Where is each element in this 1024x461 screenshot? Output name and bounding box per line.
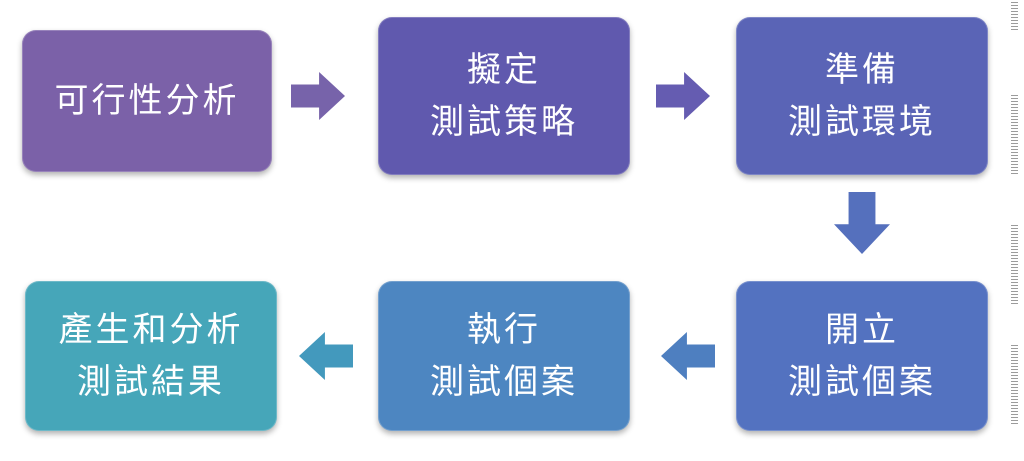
edge-artifact <box>1011 2 1018 32</box>
box-text: 測試策略 <box>430 103 578 141</box>
flow-box-create-test-cases: 開立 測試個案 <box>736 281 988 431</box>
flow-box-execute-test-cases: 執行 測試個案 <box>378 281 630 431</box>
edge-artifact <box>1011 95 1018 175</box>
edge-artifact <box>1011 225 1018 305</box>
box-text: 擬定 <box>467 51 541 89</box>
flow-box-generate-analyze-results: 產生和分析 測試結果 <box>25 281 277 431</box>
flow-box-define-test-strategy: 擬定 測試策略 <box>378 17 630 175</box>
box-text: 產生和分析 <box>58 311 244 349</box>
box-text: 測試個案 <box>788 363 936 401</box>
flow-box-prepare-test-environment: 準備 測試環境 <box>736 17 988 175</box>
box-text: 測試個案 <box>430 363 578 401</box>
arrow-down-icon <box>834 192 890 254</box>
box-text: 執行 <box>467 311 541 349</box>
arrow-right-icon <box>291 72 345 120</box>
arrow-right-icon <box>656 72 710 120</box>
arrow-left-icon <box>661 332 715 380</box>
edge-artifact <box>1011 345 1018 425</box>
flow-box-feasibility-analysis: 可行性分析 <box>22 30 272 172</box>
arrow-left-icon <box>299 332 353 380</box>
box-text: 可行性分析 <box>54 82 240 120</box>
box-text: 準備 <box>825 51 899 89</box>
box-text: 測試結果 <box>77 363 225 401</box>
box-text: 開立 <box>825 311 899 349</box>
box-text: 測試環境 <box>788 103 936 141</box>
